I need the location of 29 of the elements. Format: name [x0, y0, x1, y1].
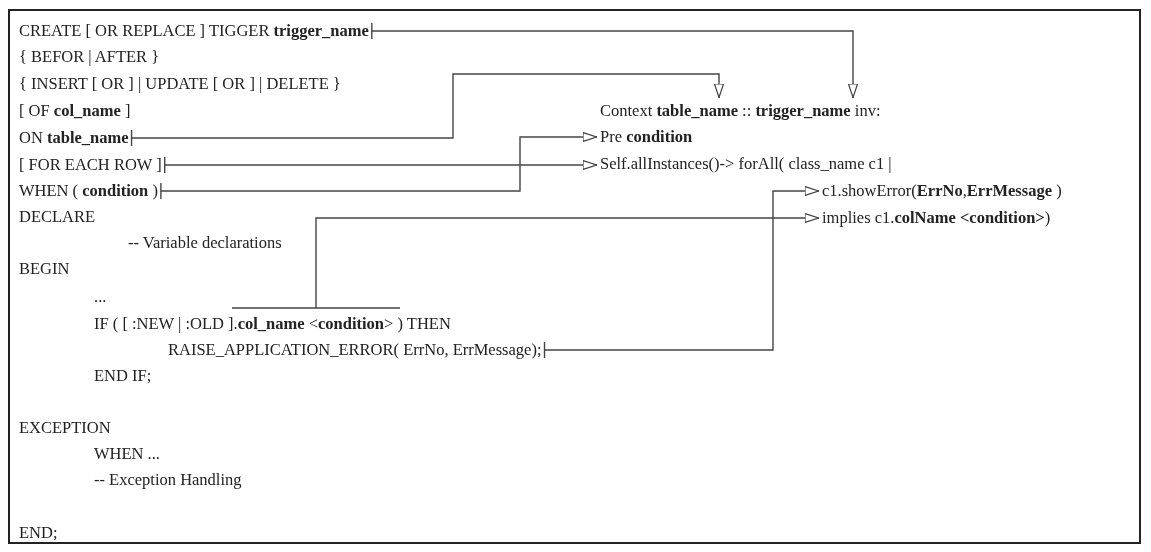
code-line: BEGIN [19, 258, 70, 280]
code-line: ... [94, 286, 107, 308]
ocl-line: implies c1.colName <condition>) [822, 206, 1051, 230]
code-line: { BEFOR | AFTER } [19, 46, 160, 68]
ocl-line: Self.allInstances()-> forAll( class_name c1 | [600, 152, 892, 176]
code-line: -- Exception Handling [94, 469, 242, 491]
code-line: DECLARE [19, 206, 96, 228]
code-line: END; [19, 522, 58, 544]
code-line: [ OF col_name ] [19, 100, 131, 122]
code-line: END IF; [94, 365, 152, 387]
mapping-arrow [315, 212, 820, 309]
code-line: WHEN ... [94, 443, 160, 465]
ocl-line: c1.showError(ErrNo,ErrMessage ) [822, 179, 1062, 203]
code-line: [ FOR EACH ROW ] [19, 153, 162, 177]
code-line: EXCEPTION [19, 417, 111, 439]
code-line: RAISE_APPLICATION_ERROR( ErrNo, ErrMessage); [168, 338, 542, 362]
ocl-line: Context table_name :: trigger_name inv: [600, 99, 881, 123]
mapping-arrow [371, 22, 859, 99]
code-line: IF ( [ :NEW | :OLD ].col_name <condition> ) THEN [94, 312, 451, 336]
ocl-line: Pre condition [600, 125, 693, 149]
mapping-arrow [130, 73, 725, 147]
code-line: CREATE [ OR REPLACE ] TIGGER trigger_name [19, 19, 369, 43]
code-line: { INSERT [ OR ] | UPDATE [ OR ] | DELETE } [19, 73, 341, 95]
mapping-arrow [543, 185, 820, 359]
mapping-arrow [160, 131, 598, 200]
code-line: -- Variable declarations [128, 232, 282, 254]
code-line: ON table_name [19, 126, 129, 150]
code-line: WHEN ( condition ) [19, 179, 158, 203]
mapping-arrow [164, 156, 598, 174]
